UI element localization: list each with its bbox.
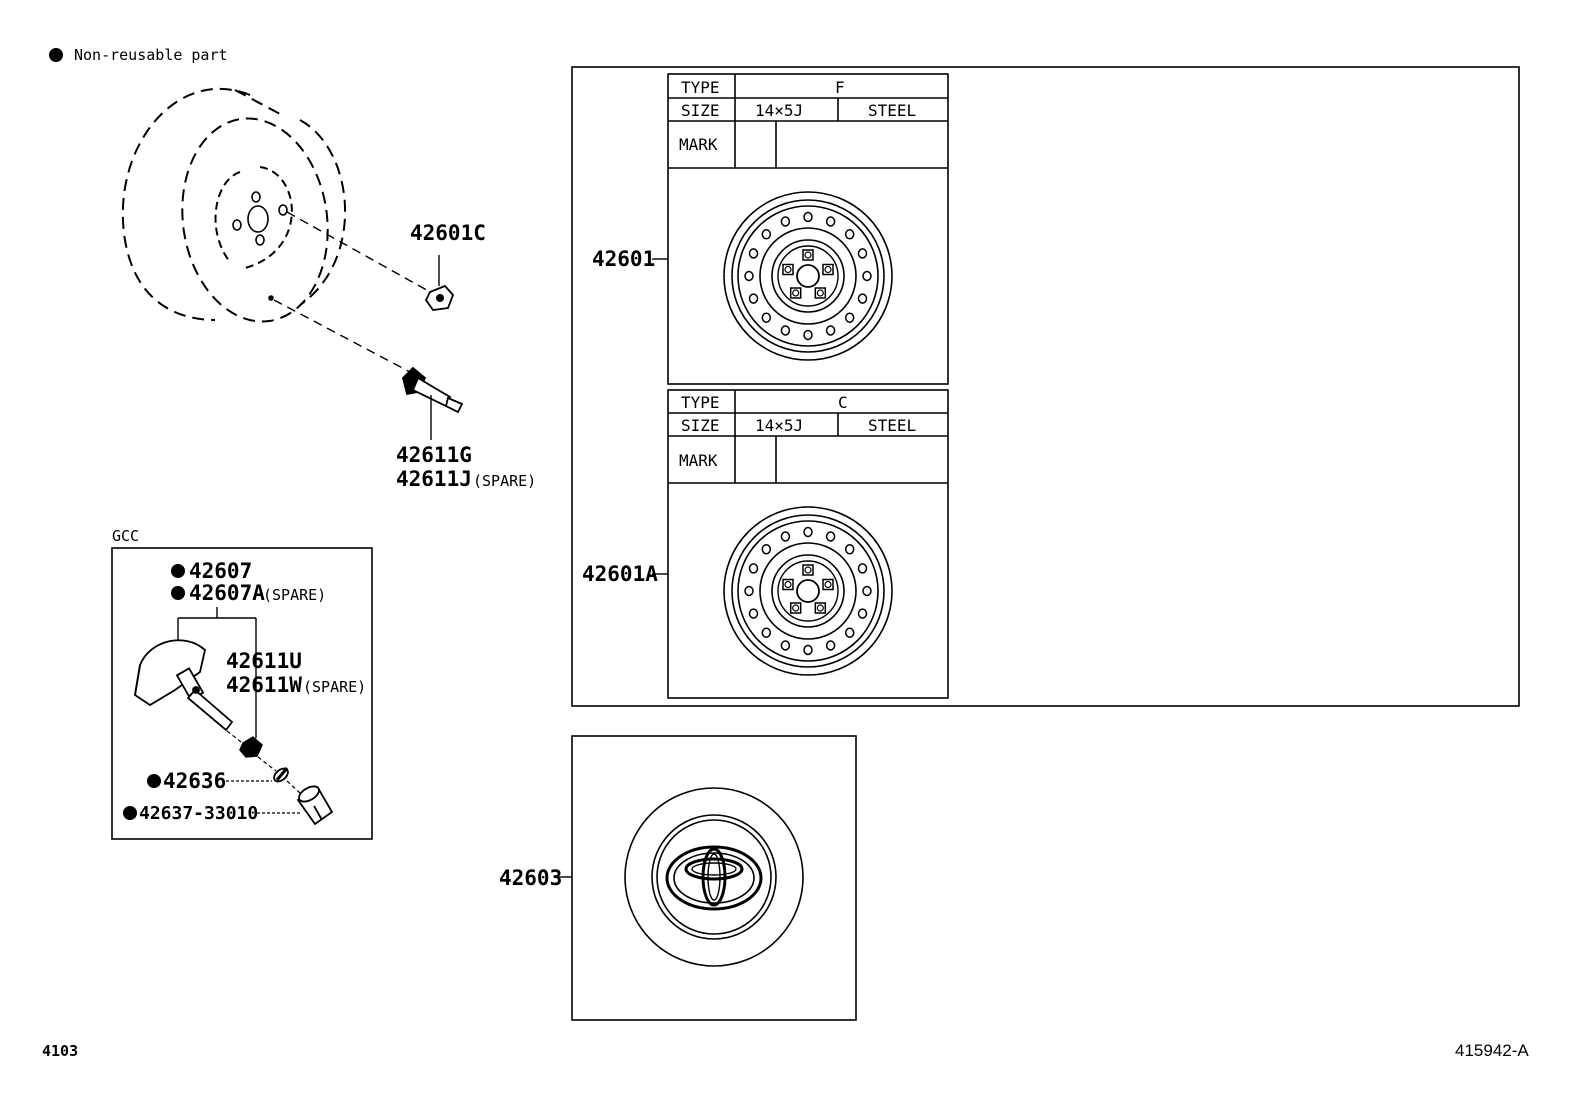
legend: Non-reusable part bbox=[49, 46, 228, 64]
grommet-icon bbox=[273, 767, 289, 783]
label-cap: 42637-33010 bbox=[139, 803, 258, 824]
steel-wheel-f-icon bbox=[723, 191, 893, 361]
non-reusable-bullet-icon bbox=[49, 48, 63, 62]
gcc-panel: GCC 42607 42607A (SPARE) 42611U 42611W (… bbox=[111, 527, 373, 840]
label-nut: 42601C bbox=[410, 221, 486, 245]
legend-text: Non-reusable part bbox=[74, 46, 228, 64]
label-wheel-f: 42601 bbox=[592, 247, 655, 271]
label-sensor-valve-spare-suffix: (SPARE) bbox=[303, 678, 366, 696]
steel-wheel-c-icon bbox=[723, 506, 893, 676]
footer-right-code: 415942-A bbox=[1455, 1041, 1529, 1060]
gcc-title: GCC bbox=[112, 527, 139, 545]
non-reusable-bullet-icon bbox=[171, 564, 185, 578]
label-sensor-valve-spare: 42611W bbox=[226, 673, 302, 697]
spec-f-type-value: F bbox=[835, 78, 845, 97]
label-grommet: 42636 bbox=[163, 769, 226, 793]
label-sensor-valve: 42611U bbox=[226, 649, 302, 673]
cap-icon bbox=[296, 785, 334, 826]
spec-f-size-label: SIZE bbox=[681, 101, 720, 120]
spec-f-size-value: 14×5J bbox=[755, 101, 803, 120]
label-sensor-spare: 42607A bbox=[189, 581, 265, 605]
gcc-bracket-lines bbox=[177, 607, 257, 738]
nut-icon bbox=[424, 255, 455, 311]
spec-f-mark-label: MARK bbox=[679, 135, 718, 154]
label-valve-spare: 42611J bbox=[396, 467, 472, 491]
hub-holes bbox=[232, 191, 288, 301]
spec-f-material: STEEL bbox=[868, 101, 916, 120]
wheel-dashed bbox=[121, 88, 346, 323]
spec-f-type-label: TYPE bbox=[681, 78, 720, 97]
label-valve: 42611G bbox=[396, 443, 472, 467]
spec-c-type-value: C bbox=[838, 393, 848, 412]
non-reusable-bullet-icon bbox=[147, 774, 161, 788]
tpms-sensor-icon bbox=[134, 639, 234, 732]
label-ornament: 42603 bbox=[499, 866, 562, 890]
label-wheel-c: 42601A bbox=[582, 562, 658, 586]
valve-icon bbox=[402, 366, 464, 440]
sensor-nut-icon bbox=[239, 736, 263, 758]
wheel-panel bbox=[571, 66, 1520, 707]
spec-c-material: STEEL bbox=[868, 416, 916, 435]
label-sensor: 42607 bbox=[189, 559, 252, 583]
spec-c-size-label: SIZE bbox=[681, 416, 720, 435]
spec-c-size-value: 14×5J bbox=[755, 416, 803, 435]
label-sensor-spare-suffix: (SPARE) bbox=[263, 586, 326, 604]
spec-table-f bbox=[667, 73, 949, 385]
wheel-ornament-icon bbox=[624, 787, 804, 967]
ornament-panel bbox=[571, 735, 857, 1021]
spec-table-c bbox=[667, 389, 949, 699]
label-valve-spare-suffix: (SPARE) bbox=[473, 472, 536, 490]
footer-left-code: 4103 bbox=[42, 1042, 78, 1060]
spec-c-mark-label: MARK bbox=[679, 451, 718, 470]
non-reusable-bullet-icon bbox=[123, 806, 137, 820]
spec-c-type-label: TYPE bbox=[681, 393, 720, 412]
non-reusable-bullet-icon bbox=[171, 586, 185, 600]
leader-lines-wheel bbox=[273, 211, 433, 373]
